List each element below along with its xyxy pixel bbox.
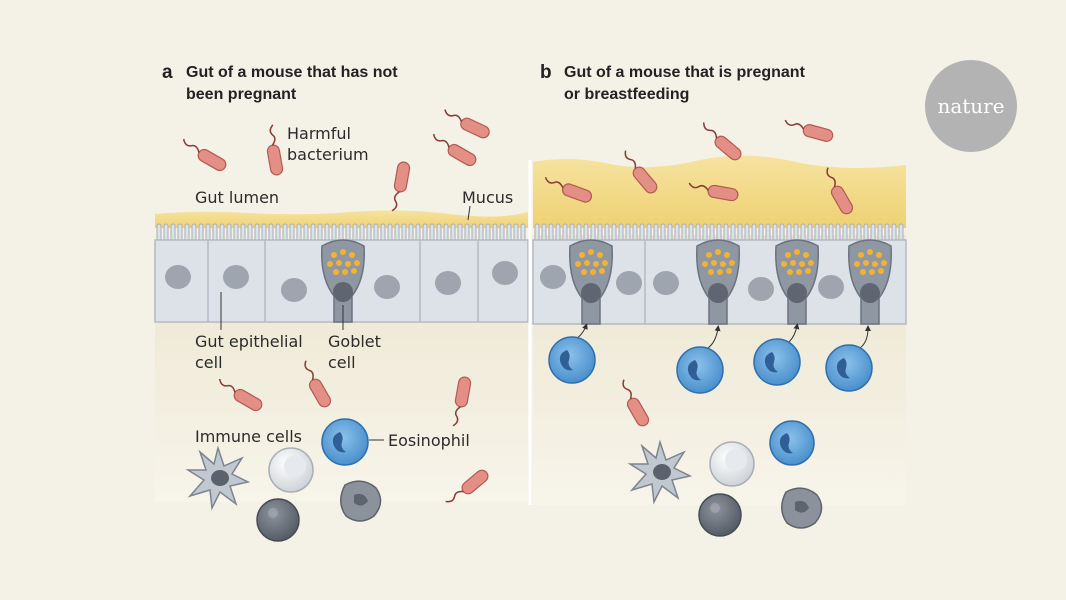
panel-b-title-line2: or breastfeeding [564,86,690,103]
bacterium-icon [544,176,593,203]
panel-b-title-line1: Gut of a mouse that is pregnant [564,64,805,81]
panel-a-title-line2: been pregnant [186,86,297,103]
panel-b-letter: b [540,62,552,83]
goblet-cell-icon [321,239,365,323]
lymphocyte-icon [256,498,300,542]
bacterium-icon [218,378,263,412]
goblet-cell-icon [696,239,740,325]
nature-logo: nature [925,60,1017,152]
goblet-cell-icon [848,239,892,325]
bacterium-icon [266,124,284,176]
panel-b [532,119,907,537]
eosinophil-icon [548,336,596,384]
dendritic-cell-icon [627,439,693,505]
bacterium-icon [182,138,227,172]
bacterium-icon [703,122,742,161]
harmful-bacterium-label: Harmful bacterium [287,123,369,165]
bacterium-icon [624,150,658,194]
eosinophil-icon [825,344,873,392]
eosinophil-icon [676,346,724,394]
macrophage-icon [781,487,823,529]
mucus-layer-a [155,210,528,228]
bacterium-icon [826,167,854,215]
gut-lumen-label: Gut lumen [195,188,280,207]
bacterium-icon [784,119,834,142]
macrophage-icon [340,480,382,522]
mucus-label: Mucus [462,188,514,207]
bacterium-icon [622,379,650,427]
gut-epithelial-label-line2: cell [195,353,223,372]
panel-a-title-line1: Gut of a mouse that has not [186,64,398,81]
goblet-label-line2: cell [328,353,356,372]
bacterium-icon [432,133,477,167]
immune-cells-label: Immune cells [195,427,302,446]
bacterium-icon [444,109,490,139]
panel-b-heading: b Gut of a mouse that is pregnant or bre… [540,62,805,106]
panel-a-letter: a [162,62,173,83]
eosinophil-icon [769,420,815,466]
gut-epithelial-cell-label: Gut epithelial cell [195,331,303,373]
eosinophil-icon [321,418,369,466]
gut-epithelial-label-line1: Gut epithelial [195,332,303,351]
lymphocyte-icon [698,493,742,537]
goblet-label-line1: Goblet [328,332,381,351]
eosinophil-icon [753,338,801,386]
lymphocyte-icon [268,447,314,493]
arrow-icon [573,323,871,349]
panel-a [154,109,529,542]
bacterium-icon [688,182,739,202]
dendritic-cell-icon [185,445,251,511]
eosinophil-label: Eosinophil [388,431,470,450]
panel-a-heading: a Gut of a mouse that has not been pregn… [162,62,398,106]
bacterium-icon [391,161,411,212]
lymphocyte-icon [709,441,755,487]
bacterium-icon [452,376,472,427]
bacterium-icon [445,469,489,503]
goblet-cell-icon [775,239,819,325]
goblet-cell-icon [569,239,613,325]
bacterium-icon [304,360,332,408]
harmful-bacterium-label-line1: Harmful [287,124,351,143]
goblet-cell-label: Goblet cell [328,331,381,373]
harmful-bacterium-label-line2: bacterium [287,145,369,164]
